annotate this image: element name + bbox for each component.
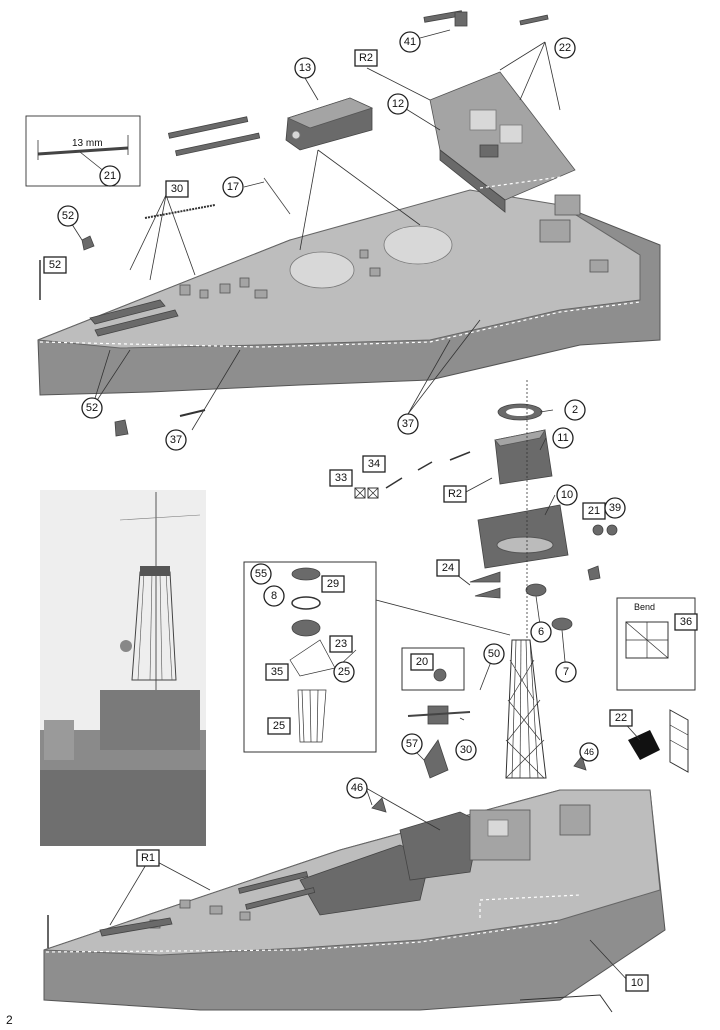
- callout-label: 17: [227, 181, 239, 193]
- callout-label: 46: [584, 747, 594, 757]
- callout-label: 34: [368, 458, 380, 470]
- callout-label: 39: [609, 502, 621, 514]
- callout-label: 57: [406, 738, 418, 750]
- callout-label: 30: [460, 744, 472, 756]
- callout-label: 24: [442, 562, 454, 574]
- part-37: [179, 409, 206, 417]
- aft-hull-assembly: [43, 789, 666, 1011]
- callout-label: 12: [392, 98, 404, 110]
- callout-label: 10: [631, 977, 643, 989]
- tower-parts: [477, 403, 569, 569]
- callout-label: 36: [680, 616, 692, 628]
- dimension-note: 13 mm: [72, 138, 103, 149]
- callouts-top: 13 41 22 R2 12 21 30 17 52 52 52 37 37 2…: [43, 31, 626, 520]
- inset-21: [25, 115, 141, 187]
- callout-label: 7: [563, 666, 569, 678]
- page-number: 2: [6, 1013, 13, 1027]
- callout-label: 52: [49, 259, 61, 271]
- callout-label: 2: [572, 404, 578, 416]
- callout-label: 30: [171, 183, 183, 195]
- callout-label: 25: [273, 720, 285, 732]
- turret-13: [167, 97, 374, 157]
- callout-label: 50: [488, 648, 500, 660]
- reference-photo: [40, 490, 206, 846]
- bend-frame-36: [616, 597, 696, 691]
- callout-label: 22: [559, 42, 571, 54]
- callout-label: 46: [351, 782, 363, 794]
- callout-label: 41: [404, 36, 416, 48]
- gun-41: [423, 10, 549, 27]
- callout-label: R1: [141, 852, 155, 864]
- callout-label: 33: [335, 472, 347, 484]
- callouts-mid: 24 55 29 8 23 35 25 25 6 7 20 50 36 22 4…: [250, 559, 698, 762]
- callout-label: 52: [86, 402, 98, 414]
- callout-label: R2: [359, 52, 373, 64]
- callout-label: 8: [271, 590, 277, 602]
- callout-label: 37: [170, 434, 182, 446]
- callout-label: 52: [62, 210, 74, 222]
- lattice-22-frame: [628, 709, 689, 773]
- callout-label: 21: [588, 505, 600, 517]
- superstructure-top: [429, 71, 576, 213]
- callout-label: 13: [299, 62, 311, 74]
- part-52-a: [81, 235, 95, 251]
- part-24: [469, 571, 501, 599]
- callout-label: 25: [338, 666, 350, 678]
- lattice-mast-50: [505, 639, 547, 779]
- parts-21-39: [587, 524, 618, 581]
- small-parts-33-34: [354, 451, 471, 499]
- callouts-bottom: 46 R1 10: [136, 777, 649, 992]
- part-46-bottom: [371, 797, 387, 813]
- bend-note: Bend: [634, 602, 655, 612]
- callout-label: 20: [416, 656, 428, 668]
- callout-label: 21: [104, 170, 116, 182]
- callout-label: 22: [615, 712, 627, 724]
- callout-label: 6: [538, 626, 544, 638]
- callout-label: 11: [557, 432, 568, 444]
- callout-label: 37: [402, 418, 414, 430]
- railing-10-bottom: [519, 994, 613, 1013]
- callout-label: 29: [327, 578, 339, 590]
- forward-hull-assembly: [37, 189, 661, 396]
- part-17: [263, 177, 291, 215]
- parts-6-7: [525, 583, 573, 631]
- callout-label: 23: [335, 638, 347, 650]
- callout-label: 55: [255, 568, 267, 580]
- part-57: [423, 739, 449, 779]
- leader-lines: [67, 29, 641, 984]
- part-52-b: [114, 419, 129, 437]
- callout-label: 35: [271, 666, 283, 678]
- callout-label: 10: [561, 489, 573, 501]
- callout-label: R2: [448, 488, 462, 500]
- part-30-mid: [407, 705, 471, 725]
